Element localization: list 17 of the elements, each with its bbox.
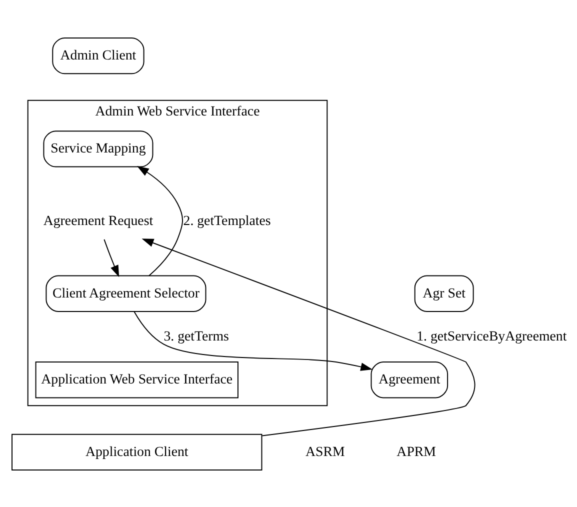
node-box: Agreement (370, 361, 448, 398)
node-box: Application Web Service Interface (35, 361, 238, 398)
edge-label: 1. getServiceByAgreement (416, 328, 567, 344)
arrow (134, 310, 373, 370)
label: APRM (396, 444, 436, 460)
node-box: Client Agreement Selector (46, 274, 206, 312)
edge-label: 2. getTemplates (183, 213, 271, 228)
node-text: Agreement Request (43, 213, 154, 228)
node-box: Application Client (12, 433, 262, 470)
node-box: Admin Client (52, 36, 144, 74)
node-box: Service Mapping (43, 130, 154, 167)
arrow (104, 238, 120, 277)
node-box: Agr Set (414, 274, 474, 312)
label: ASRM (306, 444, 345, 460)
edge-label: 3. getTerms (164, 328, 229, 344)
arrow (142, 238, 476, 436)
arrow (136, 166, 184, 276)
